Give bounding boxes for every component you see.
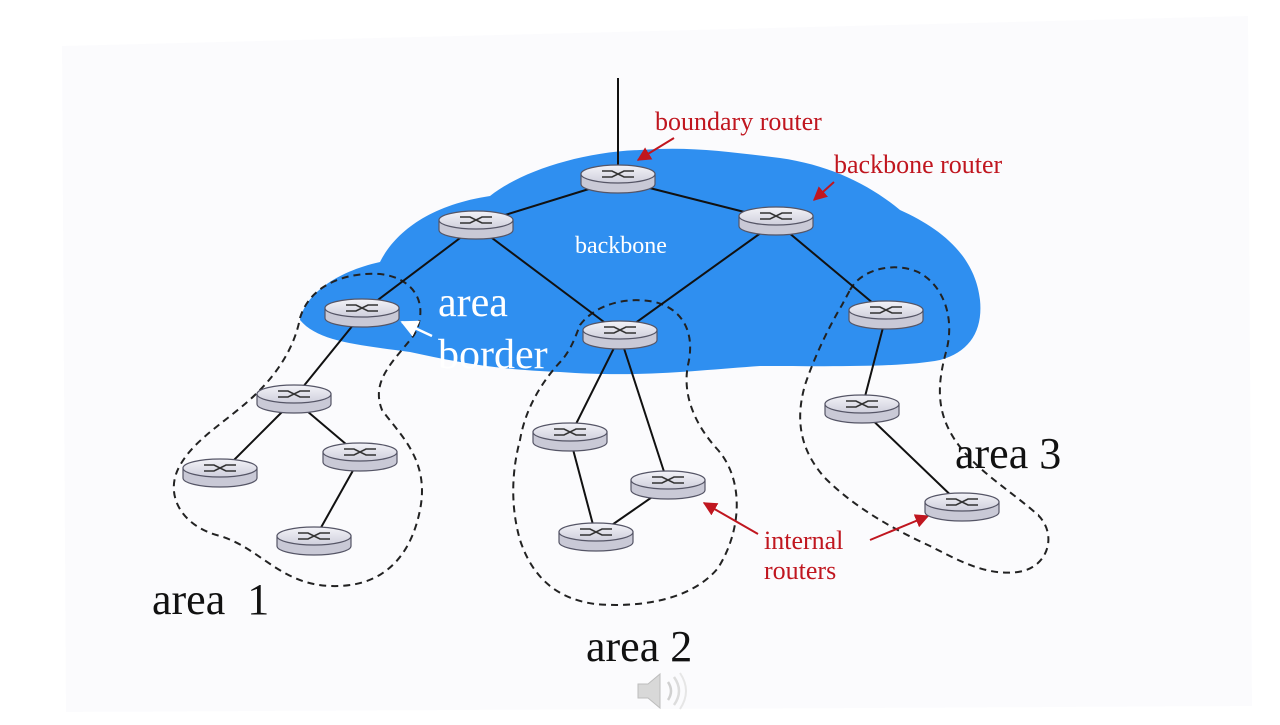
router-area2-c [558,522,634,552]
router-backbone-left [438,210,514,240]
router-icon [760,212,792,220]
router-area3-a [824,394,900,424]
area2-outline [512,299,738,606]
router-area2-border [582,320,658,350]
link-right-mid [619,221,777,335]
router-icon [580,528,612,536]
router-area1-d [276,526,352,556]
router-backbone-right [738,206,814,236]
area1-label: area 1 [152,575,270,624]
router-icon [554,428,586,436]
router-icon [652,476,684,484]
link-a3-2 [861,409,963,507]
router-area1-border [324,298,400,328]
router-icon [946,498,978,506]
speaker-icon[interactable] [632,668,692,714]
link-a1-1 [293,313,363,399]
router-area2-a [532,422,608,452]
router-icon [602,170,634,178]
area2-label: area 2 [586,622,693,671]
backbone-label: backbone [575,233,667,259]
link-right-border [775,221,887,315]
area3-label: area 3 [955,429,1062,478]
backbone-router-arrow [812,181,835,201]
backbone-router-label: backbone router [834,150,1003,179]
backbone-region [300,148,981,375]
router-area3-border [848,300,924,330]
area1-outline [172,272,423,588]
router-icon [204,464,236,472]
router-icon [846,400,878,408]
internal-router-arrow-left [702,502,759,535]
router-icon [344,448,376,456]
internal-routers-label-line1: internal [764,526,844,555]
boundary-router-arrow [636,137,675,161]
router-icon [346,304,378,312]
router-boundary [580,164,656,194]
router-area3-b [924,492,1000,522]
internal-routers-label-line2: routers [764,556,837,585]
link-a2-3 [569,437,597,537]
router-area1-b [182,458,258,488]
router-area1-a [256,384,332,414]
link-a3-1 [861,315,887,409]
area-border-label-line2: border [438,332,548,378]
router-area1-c [322,442,398,472]
router-icon [278,390,310,398]
link-a2-1 [569,335,621,437]
router-icon [298,532,330,540]
area3-outline [799,266,1050,574]
routers [182,164,1000,556]
link-left-mid [475,225,621,335]
link-left-border [361,225,477,313]
router-icon [870,306,902,314]
area-border-arrow [400,320,433,338]
link-a2-2 [619,335,669,485]
router-icon [460,216,492,224]
router-area2-b [630,470,706,500]
internal-router-arrow-right [869,514,930,541]
area-border-label-line1: area [438,280,508,326]
link-a1-4 [313,457,361,541]
router-icon [604,326,636,334]
boundary-router-label: boundary router [655,107,822,136]
